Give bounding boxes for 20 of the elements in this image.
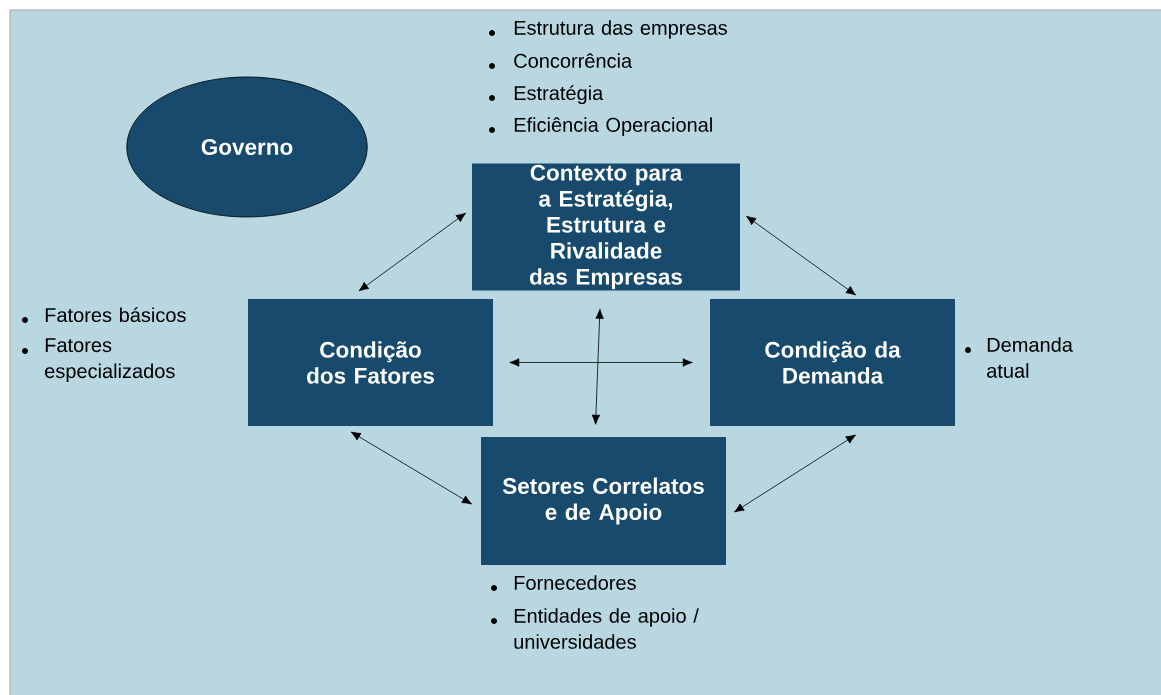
- bullet-item: Eficiência Operacional: [489, 117, 712, 136]
- process-box: Contexto para a Estratégia, Estrutura e Rivalidade das Empresas: [472, 163, 740, 291]
- bullet-item: Entidades de apoio / universidades: [491, 608, 699, 649]
- arrow: [358, 212, 466, 292]
- process-box: Condição da Demanda: [710, 299, 955, 426]
- arrow: [734, 434, 856, 513]
- process-box: Condição dos Fatores: [248, 299, 493, 426]
- arrow: [591, 308, 604, 425]
- arrow: [746, 215, 856, 296]
- bullet-item: Estrutura das empresas: [489, 20, 727, 39]
- arrow: [350, 431, 472, 505]
- ellipse-node: Governo: [126, 76, 368, 218]
- process-box: Setores Correlatos e de Apoio: [481, 437, 726, 565]
- bullet-item: Fatores básicos: [22, 307, 186, 323]
- arrow: [509, 358, 693, 367]
- bullet-item: Fatores especializados: [22, 338, 175, 383]
- bullet-item: Fornecedores: [491, 575, 636, 591]
- bullet-item: Demanda atual: [965, 337, 1073, 378]
- bullet-item: Concorrência: [489, 53, 633, 69]
- bullet-item: Estratégia: [489, 85, 604, 105]
